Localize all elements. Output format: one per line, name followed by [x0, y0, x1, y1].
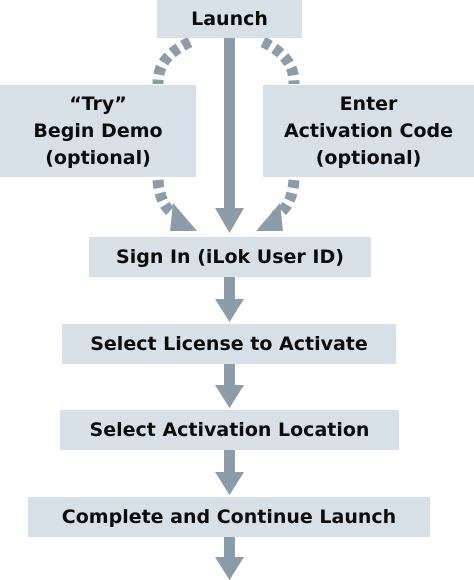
- enter-code-line-1: Enter: [339, 92, 398, 115]
- sign-in-box: Sign In (iLok User ID): [89, 237, 371, 277]
- launch-box: Launch: [157, 0, 302, 38]
- complete-box: Complete and Continue Launch: [28, 497, 430, 537]
- try-demo-line-1: “Try”: [69, 92, 127, 115]
- complete-label: Complete and Continue Launch: [61, 505, 397, 528]
- enter-activation-code-box: Enter Activation Code (optional): [263, 85, 474, 177]
- enter-code-line-3: (optional): [315, 146, 422, 169]
- arrow-launch-to-sign-in: [215, 38, 244, 233]
- try-demo-line-3: (optional): [45, 146, 151, 169]
- arrow-select-license-to-select-location: [215, 364, 244, 408]
- select-location-label: Select Activation Location: [89, 418, 370, 441]
- arrow-sign-in-to-select-license: [215, 277, 244, 322]
- try-demo-line-2: Begin Demo: [33, 119, 163, 142]
- select-license-label: Select License to Activate: [90, 332, 368, 355]
- try-demo-box: “Try” Begin Demo (optional): [0, 85, 196, 177]
- sign-in-label: Sign In (iLok User ID): [116, 245, 344, 268]
- select-license-box: Select License to Activate: [62, 324, 396, 364]
- launch-label: Launch: [191, 7, 268, 30]
- enter-code-line-2: Activation Code: [283, 119, 454, 142]
- arrow-select-location-to-complete: [215, 450, 244, 495]
- select-location-box: Select Activation Location: [60, 410, 399, 450]
- arrow-complete-continue: [215, 537, 244, 580]
- dashed-arrow-via-activation-code: [256, 37, 300, 231]
- dashed-arrow-via-try-demo: [152, 37, 197, 231]
